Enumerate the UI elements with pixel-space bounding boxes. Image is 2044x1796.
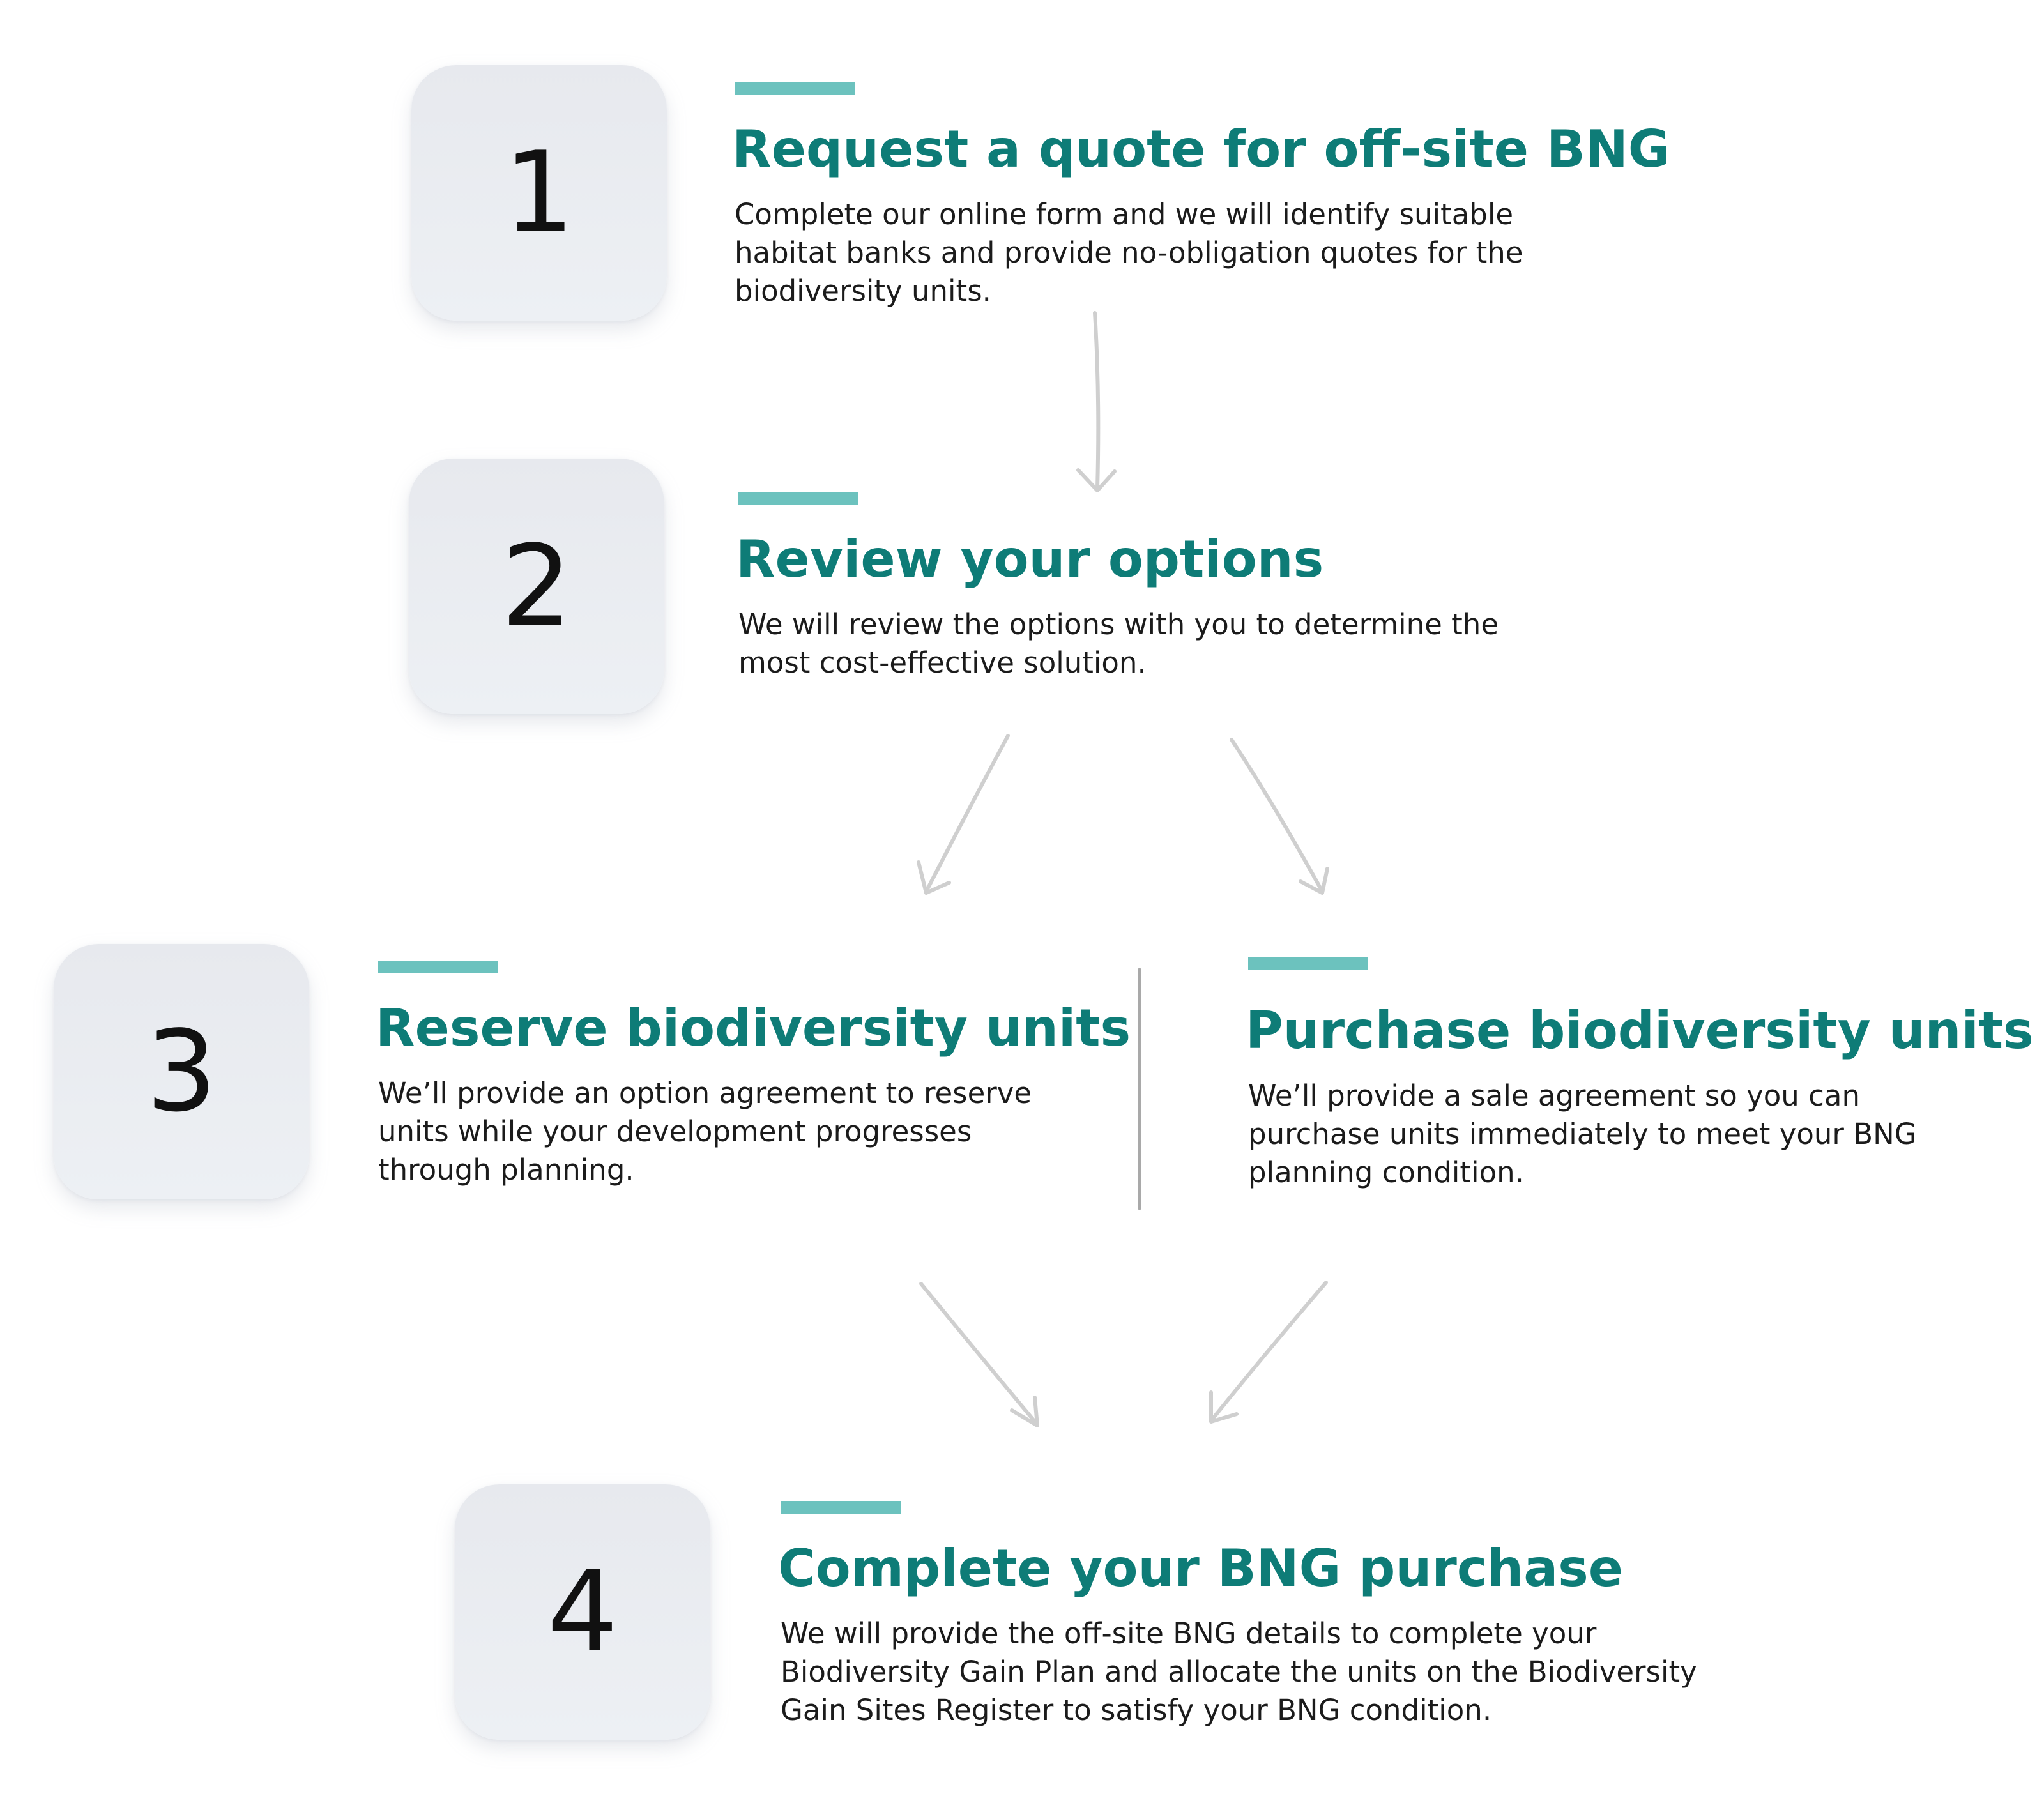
step-4-description: We will provide the off-site BNG details… — [781, 1617, 1697, 1727]
step-number: 4 — [547, 1547, 618, 1677]
step-1-title: Request a quote for off-site BNG — [732, 119, 1670, 179]
purchase-title: Purchase biodiversity units — [1246, 1001, 2034, 1060]
arrow-step1-to-step2 — [1076, 311, 1117, 492]
arrow-step2-to-purchase — [1230, 738, 1329, 895]
reserve-accent-bar — [378, 961, 498, 973]
reserve-title: Reserve biodiversity units — [376, 998, 1131, 1058]
step-number: 1 — [503, 128, 575, 258]
step-4-card: 4 — [455, 1484, 710, 1740]
step-1-accent-bar — [735, 82, 855, 95]
step-1-description: Complete our online form and we will ide… — [735, 197, 1523, 308]
step-2-description: We will review the options with you to d… — [738, 607, 1499, 680]
step-2-card: 2 — [409, 459, 664, 714]
step-number: 2 — [501, 521, 572, 651]
step-4-accent-bar — [781, 1501, 901, 1514]
step-3-card: 3 — [54, 944, 309, 1199]
step-4-title: Complete your BNG purchase — [778, 1539, 1624, 1598]
purchase-accent-bar — [1248, 957, 1368, 970]
arrow-purchase-to-step4 — [1209, 1281, 1328, 1424]
step-1-card: 1 — [411, 65, 667, 321]
reserve-description: We’ll provide an option agreement to res… — [378, 1076, 1032, 1187]
step-number: 3 — [146, 1007, 217, 1137]
purchase-description: We’ll provide a sale agreement so you ca… — [1248, 1079, 1917, 1189]
step-2-title: Review your options — [736, 529, 1324, 589]
arrow-reserve-to-step4 — [919, 1282, 1039, 1427]
arrow-step2-to-reserve — [917, 734, 1010, 895]
step-2-accent-bar — [738, 492, 858, 505]
